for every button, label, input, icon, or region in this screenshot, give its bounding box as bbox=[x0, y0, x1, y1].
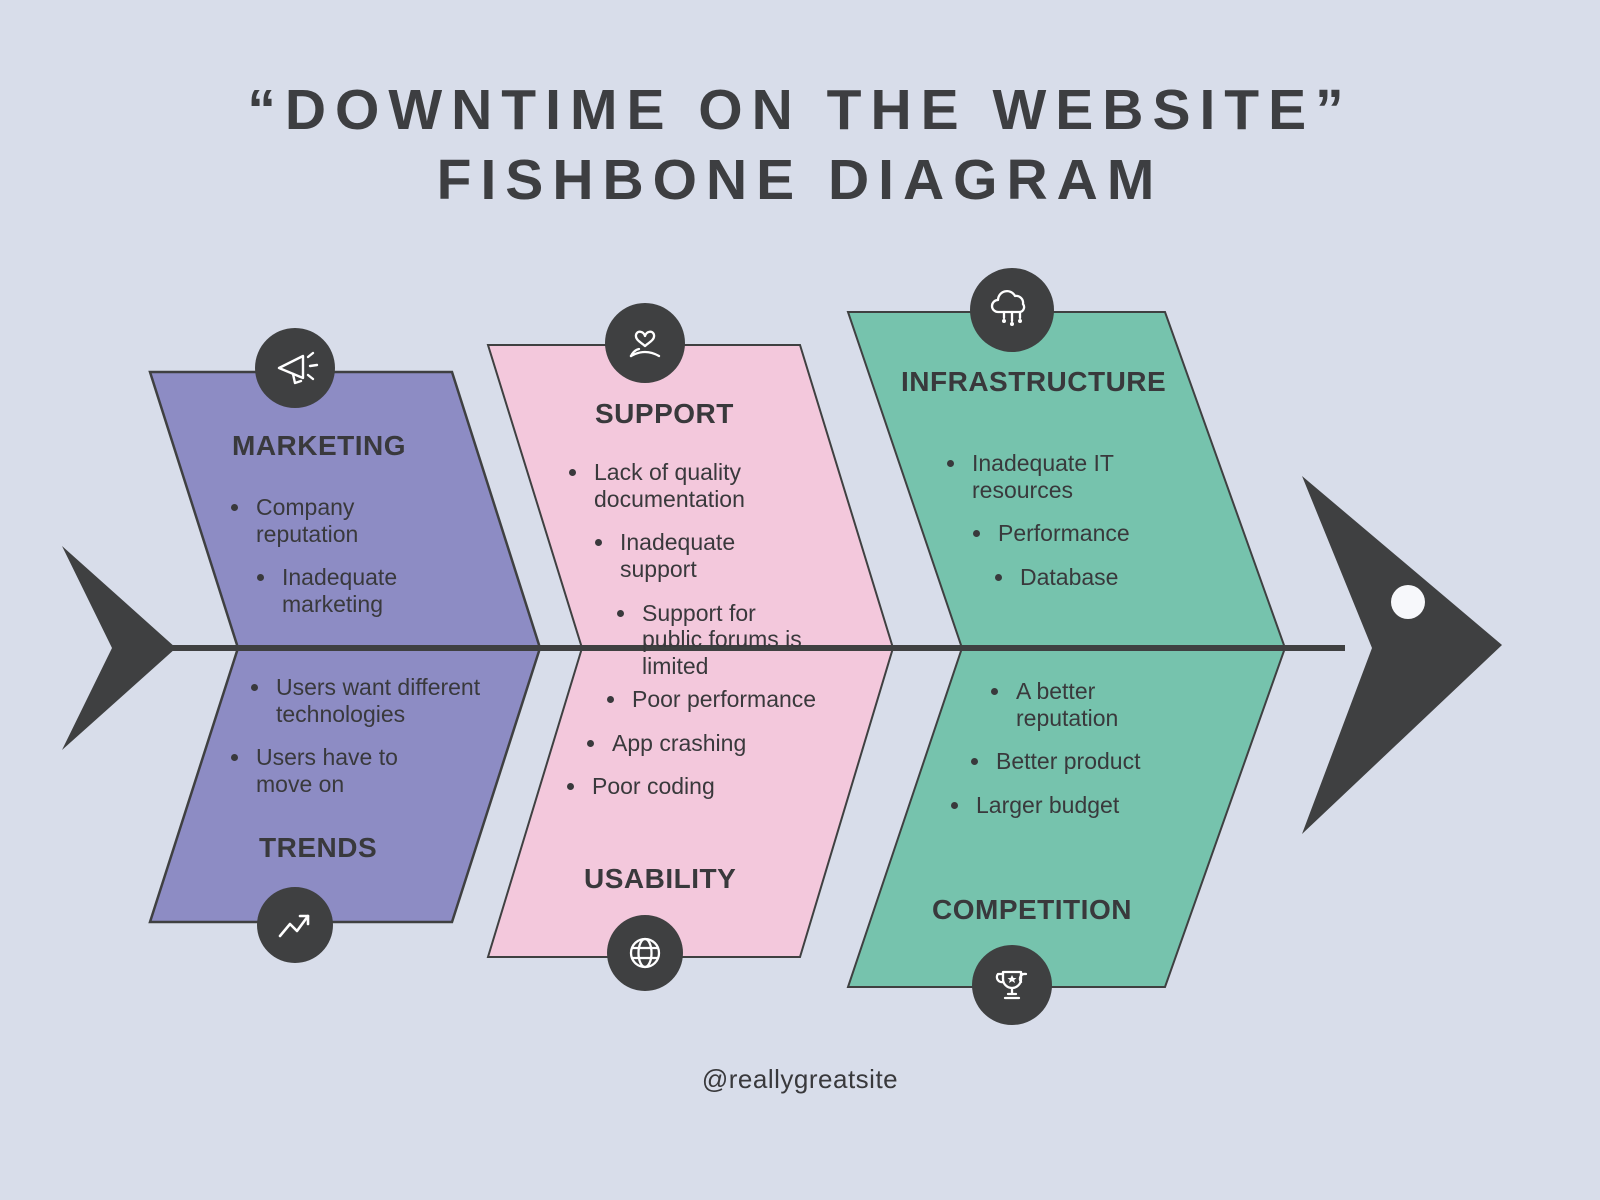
usability-cause-list: Poor performance App crashing Poor codin… bbox=[592, 686, 878, 817]
footer-handle: @reallygreatsite bbox=[701, 1064, 899, 1094]
label-usability: USABILITY bbox=[584, 863, 737, 894]
cause-item: Inadequate support bbox=[616, 529, 812, 582]
trend-up-icon bbox=[257, 887, 333, 963]
support-cause-list: Lack of quality documentation Inadequate… bbox=[560, 459, 812, 697]
fish-eye bbox=[1391, 585, 1425, 619]
cause-item: Database bbox=[1016, 564, 1163, 591]
label-support: SUPPORT bbox=[595, 398, 734, 429]
title-line1: “DOWNTIME ON THE WEBSITE” bbox=[247, 78, 1353, 142]
label-marketing: MARKETING bbox=[232, 430, 407, 461]
label-infrastructure: INFRASTRUCTURE bbox=[901, 366, 1167, 397]
infrastructure-cause-list: Inadequate IT resources Performance Data… bbox=[938, 450, 1163, 608]
cause-item: Inadequate IT resources bbox=[968, 450, 1163, 503]
page-title: “DOWNTIME ON THE WEBSITE” FISHBONE DIAGR… bbox=[0, 76, 1600, 215]
trends-cause-list: Users want different technologies Users … bbox=[242, 674, 522, 815]
competition-cause-list: A better reputation Better product Large… bbox=[976, 678, 1192, 836]
cause-item: Support for public forums is limited bbox=[638, 600, 812, 680]
cause-item: Performance bbox=[994, 520, 1163, 547]
cloud-network-icon bbox=[970, 268, 1054, 352]
cause-item: Users have to move on bbox=[252, 744, 406, 797]
trophy-icon bbox=[972, 945, 1052, 1025]
globe-icon bbox=[607, 915, 683, 991]
label-trends: TRENDS bbox=[259, 832, 378, 863]
cause-item: Company reputation bbox=[252, 494, 412, 547]
cause-item: Better product bbox=[992, 748, 1192, 775]
fish-tail bbox=[62, 546, 176, 750]
hand-heart-icon bbox=[605, 303, 685, 383]
cause-item: App crashing bbox=[608, 730, 878, 757]
cause-item: Lack of quality documentation bbox=[590, 459, 812, 512]
fish-head bbox=[1302, 476, 1502, 834]
cause-item: A better reputation bbox=[1012, 678, 1192, 731]
cause-item: Users want different technologies bbox=[272, 674, 522, 727]
cause-item: Inadequate marketing bbox=[278, 564, 412, 617]
label-competition: COMPETITION bbox=[932, 894, 1132, 925]
title-line2: FISHBONE DIAGRAM bbox=[436, 147, 1164, 212]
megaphone-icon bbox=[255, 328, 335, 408]
cause-item: Poor coding bbox=[588, 773, 878, 800]
cause-item: Poor performance bbox=[628, 686, 878, 713]
cause-item: Larger budget bbox=[972, 792, 1192, 819]
marketing-cause-list: Company reputation Inadequate marketing bbox=[222, 494, 412, 635]
